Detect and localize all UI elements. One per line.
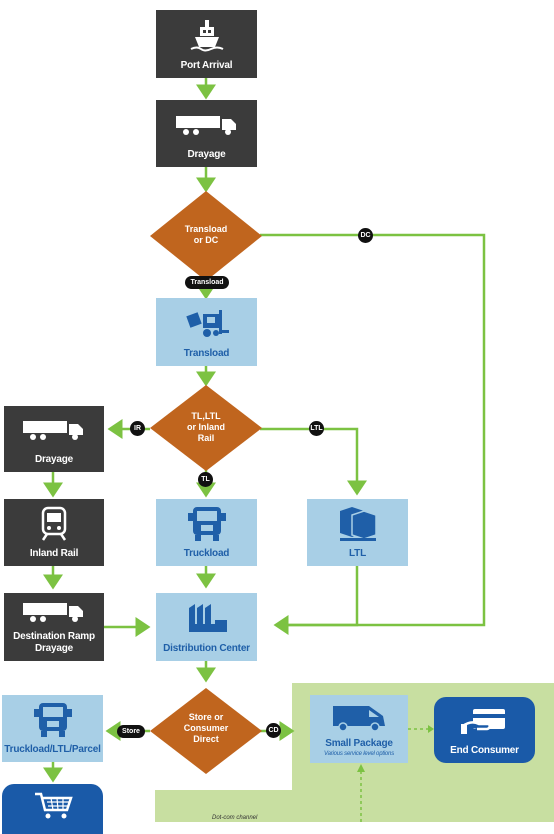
train-icon — [4, 499, 104, 548]
destination-ramp-drayage-node: Destination Ramp Drayage — [4, 593, 104, 661]
truckload-ltl-parcel-label: Truckload/LTL/Parcel — [4, 744, 101, 755]
ltl-label: LTL — [349, 548, 366, 559]
card-hand-icon — [434, 697, 535, 745]
transload-label: Transload — [183, 348, 230, 359]
dotcom-channel-note: Dot-com channel — [212, 815, 258, 821]
small-package-sublabel: Various service level options — [323, 751, 394, 757]
port-arrival-node: Port Arrival — [156, 10, 257, 78]
transload-node: Transload — [156, 298, 257, 366]
drayage-left-node: Drayage — [4, 406, 104, 472]
inland-rail-node: Inland Rail — [4, 499, 104, 566]
edge-label-cd: CD — [266, 723, 281, 738]
port-arrival-label: Port Arrival — [180, 60, 233, 71]
ltl-node: LTL — [307, 499, 408, 566]
forklift-icon — [156, 298, 257, 348]
distribution-center-node: Distribution Center — [156, 593, 257, 661]
distribution-center-label: Distribution Center — [163, 643, 250, 654]
edge-label-store: Store — [117, 725, 145, 738]
destination-ramp-drayage-label: Destination Ramp Drayage — [13, 631, 95, 654]
end-consumer-node: End Consumer — [434, 697, 535, 763]
inland-rail-label: Inland Rail — [29, 548, 79, 559]
cart-icon — [31, 790, 75, 823]
truckload-label: Truckload — [183, 548, 230, 559]
transload-or-dc-diamond — [150, 191, 262, 281]
truck-icon — [4, 406, 104, 454]
tl-ltl-rail-diamond — [150, 385, 262, 471]
truck-icon — [4, 593, 104, 631]
drayage-top-label: Drayage — [187, 149, 226, 160]
edge-label-transload: Transload — [185, 276, 229, 289]
store-or-consumer-direct-label: Store or Consumer Direct — [183, 712, 229, 744]
truck-icon — [156, 100, 257, 149]
transload-or-dc-label: Transload or DC — [184, 224, 228, 245]
factory-icon — [156, 593, 257, 643]
truck-front-icon — [156, 499, 257, 548]
edge-label-dc: DC — [358, 228, 373, 243]
edge-label-tl: TL — [198, 472, 213, 487]
truck-front-icon — [2, 695, 103, 744]
retail-store-node — [2, 784, 103, 834]
van-icon — [310, 695, 408, 738]
ship-icon — [156, 10, 257, 60]
consumer-direct-panel-lower — [155, 790, 554, 822]
drayage-left-label: Drayage — [34, 454, 74, 465]
tl-ltl-rail-label: TL,LTL or Inland Rail — [187, 411, 225, 443]
edge-label-ir: IR — [130, 421, 145, 436]
pallet-icon — [307, 499, 408, 548]
truckload-ltl-parcel-node: Truckload/LTL/Parcel — [2, 695, 103, 762]
small-package-label: Small Package — [325, 738, 393, 749]
truckload-node: Truckload — [156, 499, 257, 566]
drayage-top-node: Drayage — [156, 100, 257, 167]
end-consumer-label: End Consumer — [450, 745, 519, 756]
small-package-node: Small Package Various service level opti… — [310, 695, 408, 763]
edge-label-ltl: LTL — [309, 421, 324, 436]
store-or-consumer-direct-diamond — [150, 688, 262, 774]
